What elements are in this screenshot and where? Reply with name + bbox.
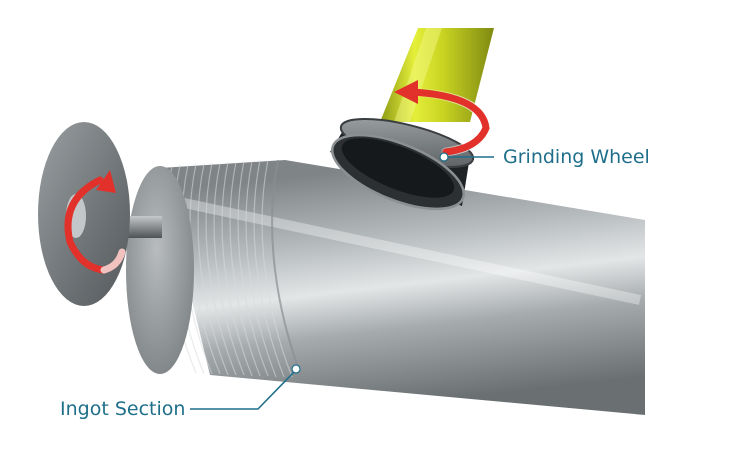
ingot-body [160, 160, 645, 415]
ingot-end-face [126, 166, 194, 374]
curved-arrow-icon [394, 80, 491, 157]
grinding-wheel-leader [439, 152, 494, 162]
curved-arrow-icon [64, 170, 126, 274]
ingot-section-label: Ingot Section [60, 398, 186, 420]
grinding-wheel-label: Grinding Wheel [503, 146, 650, 168]
ingot-section-leader [190, 364, 301, 410]
